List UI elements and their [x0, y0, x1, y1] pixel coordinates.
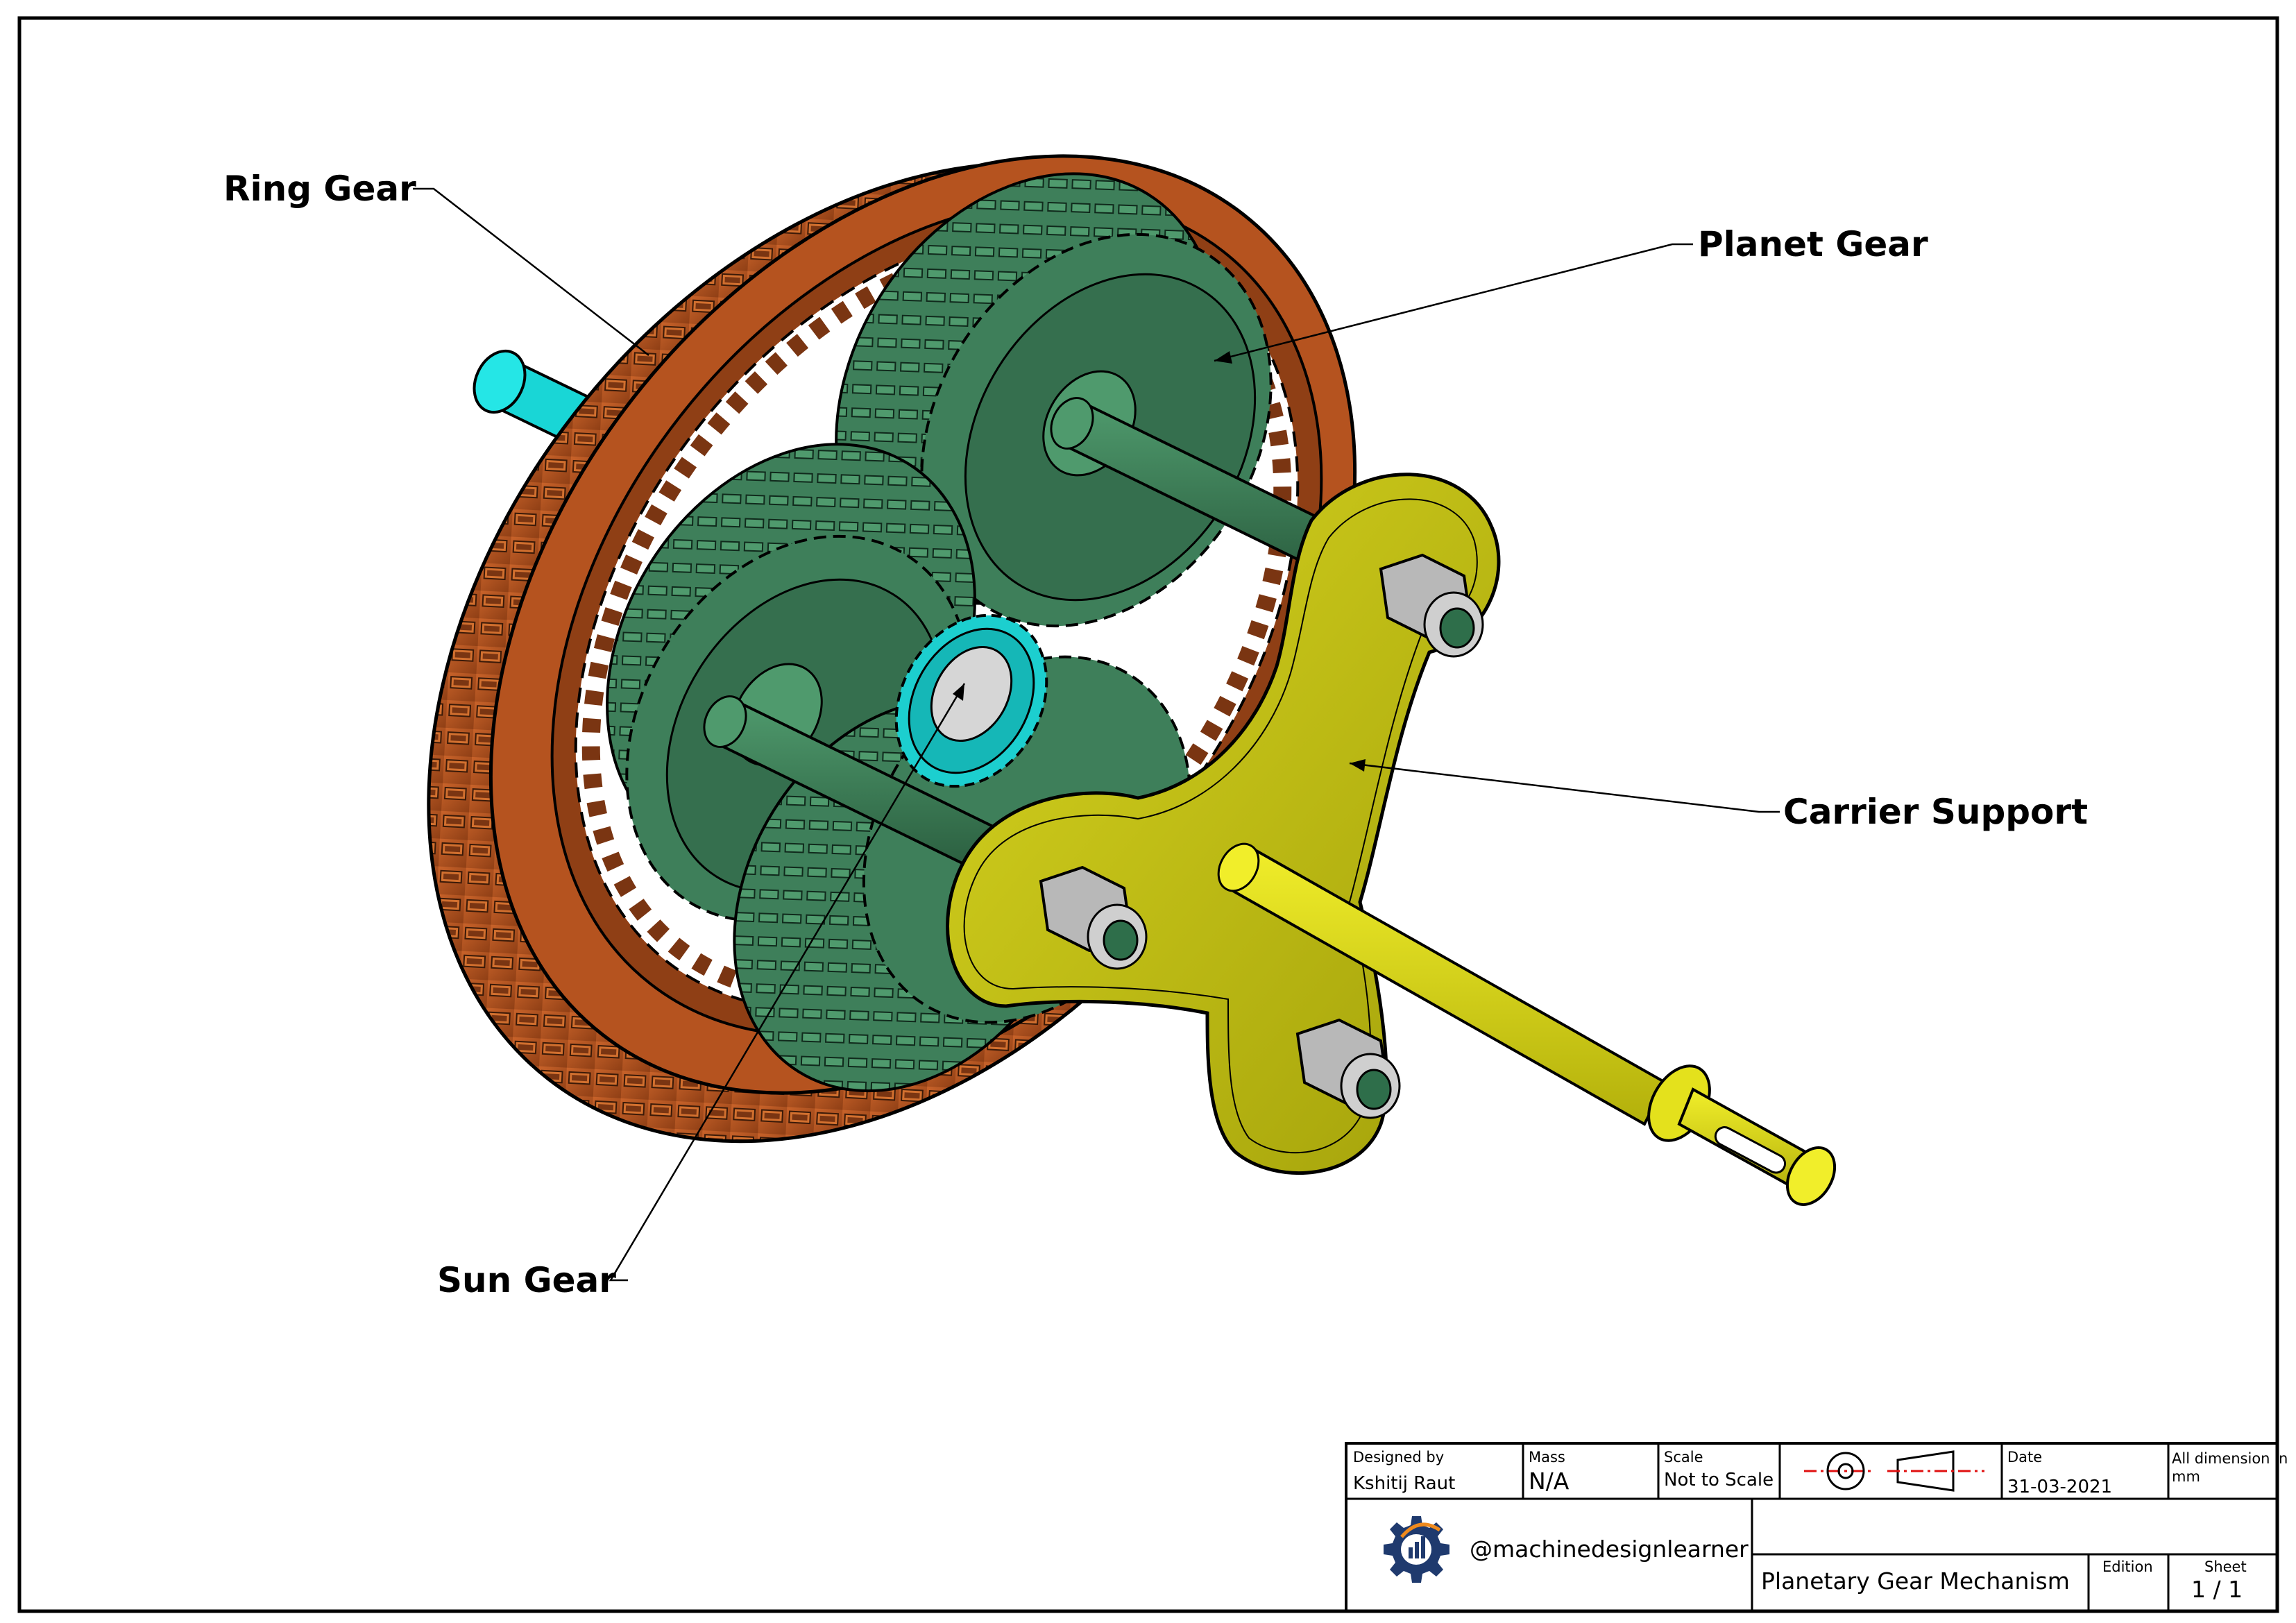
nut-left [1039, 865, 1148, 970]
mass-label: Mass [1529, 1449, 1565, 1465]
arrow-planet-gear [1214, 351, 1232, 364]
leader-planet-gear [1214, 243, 1693, 362]
sheet-label: Sheet [2204, 1558, 2247, 1575]
leader-carrier-support [1349, 762, 1780, 813]
mass-value: N/A [1529, 1468, 1570, 1495]
date-label: Date [2007, 1449, 2043, 1465]
label-ring-gear: Ring Gear [223, 169, 416, 209]
machine-design-logo-icon [1384, 1516, 1449, 1583]
scale-label: Scale [1664, 1449, 1703, 1465]
dimension-note-line2: mm [2172, 1468, 2200, 1485]
channel-handle: @machinedesignlearner [1470, 1536, 1749, 1563]
sun-gear [894, 613, 1048, 788]
leader-ring-gear [413, 187, 649, 356]
planetary-gear-illustration [427, 154, 1837, 1206]
scale-value: Not to Scale [1664, 1470, 1774, 1490]
leader-lines [413, 187, 1780, 1282]
arrow-sun-gear [953, 683, 964, 701]
designed-by-label: Designed by [1353, 1449, 1445, 1465]
sheet-border [17, 16, 2279, 1613]
nut-upper [1379, 553, 1484, 658]
label-carrier-support: Carrier Support [1783, 792, 2088, 832]
nut-lower [1295, 1018, 1401, 1119]
label-sun-gear: Sun Gear [437, 1260, 616, 1300]
leader-arrowheads [953, 351, 1366, 772]
label-planet-gear: Planet Gear [1698, 224, 1928, 264]
edition-label: Edition [2102, 1558, 2153, 1575]
sheet-value: 1 / 1 [2191, 1576, 2243, 1603]
leader-sun-gear [609, 683, 966, 1282]
designed-by-value: Kshitij Raut [1353, 1473, 1456, 1494]
title-block-frame [1345, 1442, 2279, 1613]
date-value: 31-03-2021 [2007, 1477, 2113, 1497]
arrow-carrier-support [1350, 759, 1366, 772]
projection-symbol-icon [1804, 1450, 1984, 1492]
dimension-note-line1: All dimension in [2172, 1450, 2288, 1467]
output-shaft [1217, 842, 1837, 1206]
drawing-title: Planetary Gear Mechanism [1761, 1567, 2070, 1595]
